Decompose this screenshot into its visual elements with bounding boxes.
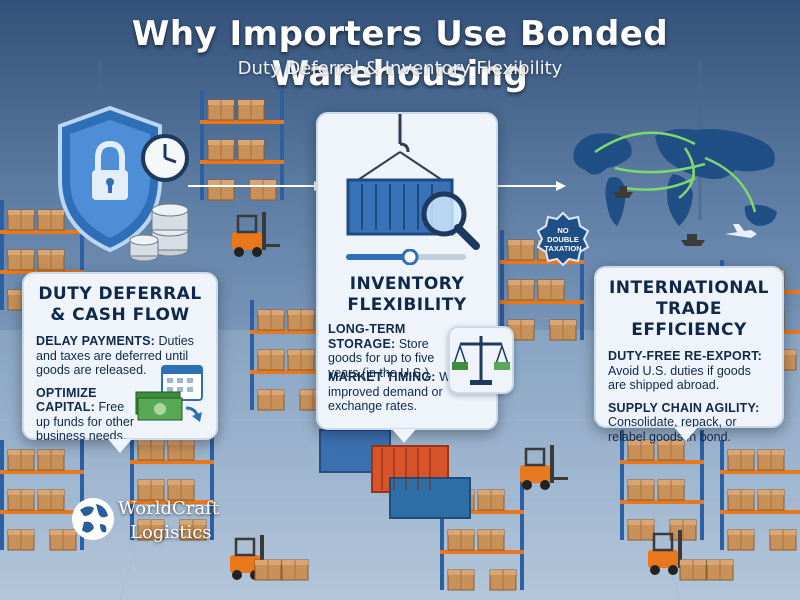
heading-line1: DUTY DEFERRAL <box>38 284 202 304</box>
magnifier-icon <box>421 191 480 250</box>
badge-seal-icon <box>536 212 590 266</box>
coin-stack-icon <box>129 203 189 262</box>
item-label: SUPPLY CHAIN AGILITY: <box>608 400 760 415</box>
clock-icon <box>141 134 189 182</box>
optimize-capital-item: OPTIMIZE CAPITAL: Free up funds for othe… <box>36 386 134 444</box>
world-map-graphic <box>573 128 777 246</box>
item-text: Consolidate, repack, or relabel goods in… <box>608 415 737 444</box>
card-pointer <box>674 427 698 441</box>
supply-chain-agility-item: SUPPLY CHAIN AGILITY: Consolidate, repac… <box>608 401 770 445</box>
company-logo: WorldCraft Logistics <box>70 490 240 550</box>
logo-line1: WorldCraft <box>118 498 220 519</box>
page-subtitle: Duty Deferral & Inventory Flexibility <box>237 58 563 79</box>
badge-text: NO DOUBLE TAXATION <box>544 226 582 253</box>
duty-deferral-card: DUTY DEFERRAL & CASH FLOW DELAY PAYMENTS… <box>22 272 218 443</box>
card-pointer <box>392 429 416 443</box>
airplane-icon <box>725 224 757 238</box>
money-calendar-graphic <box>135 365 203 422</box>
item-label: LONG-TERM STORAGE: <box>328 322 406 351</box>
card-heading: DUTY DEFERRAL & CASH FLOW <box>36 284 204 326</box>
scale-badge <box>448 326 514 394</box>
container-crane-graphic <box>346 114 480 250</box>
heading-line2: FLEXIBILITY <box>347 295 467 315</box>
heading-line1: INVENTORY <box>349 274 465 294</box>
item-label: DUTY-FREE RE-EXPORT: <box>608 349 763 363</box>
money-icon <box>135 391 202 422</box>
logo-line2: Logistics <box>130 522 212 543</box>
item-text: Store goods for up to five years (in the… <box>328 336 435 380</box>
page-title: Why Importers Use Bonded Warehousing <box>131 14 669 94</box>
timeline-slider <box>346 249 466 265</box>
item-label: OPTIMIZE CAPITAL: <box>36 385 97 415</box>
heading-line2: & CASH FLOW <box>50 305 190 325</box>
card-heading: INTERNATIONAL TRADE EFFICIENCY <box>608 278 770 341</box>
balance-scale-icon <box>452 336 510 385</box>
globe-logo-icon <box>72 498 114 540</box>
ship-icon <box>613 186 705 246</box>
trade-efficiency-card: INTERNATIONAL TRADE EFFICIENCY DUTY-FREE… <box>594 266 784 444</box>
duty-free-re-export-item: DUTY-FREE RE-EXPORT: Avoid U.S. duties i… <box>608 349 770 393</box>
shield-lock-icon <box>58 105 162 253</box>
heading-line2: TRADE EFFICIENCY <box>631 299 747 340</box>
world-map-icon <box>573 128 777 226</box>
item-text: Avoid U.S. duties if goods are shipped a… <box>608 363 751 393</box>
delay-payments-item: DELAY PAYMENTS: Duties and taxes are def… <box>36 334 204 378</box>
long-term-storage-item: LONG-TERM STORAGE: Store goods for up to… <box>328 322 450 380</box>
item-label: DELAY PAYMENTS: <box>36 334 156 348</box>
container-stack <box>319 429 471 519</box>
card-heading: INVENTORY FLEXIBILITY <box>318 274 496 316</box>
item-text: Free up funds for other business needs. <box>36 400 134 443</box>
no-double-taxation-badge: NO DOUBLE TAXATION <box>536 212 590 266</box>
item-text: Duties and taxes are deferred until good… <box>36 334 194 377</box>
duty-deferral-illustration <box>58 105 189 262</box>
card-pointer <box>108 439 132 453</box>
item-label: MARKET TIMING: <box>328 370 436 384</box>
heading-line1: INTERNATIONAL <box>608 278 769 298</box>
